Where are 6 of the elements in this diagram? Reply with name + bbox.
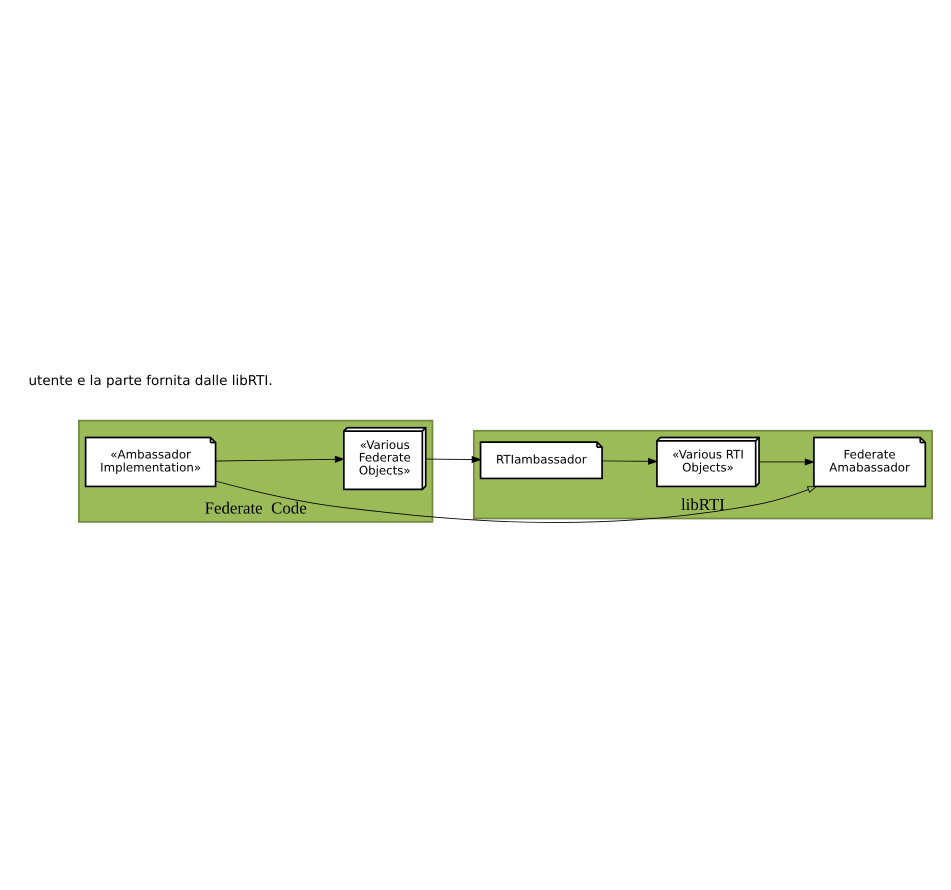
arrow — [425, 455, 482, 463]
arrow — [215, 455, 346, 462]
arrow — [602, 457, 658, 464]
arrow — [215, 480, 818, 522]
label: utente e la parte fornita dalle libRTI. — [28, 372, 273, 388]
arrow — [758, 458, 815, 465]
